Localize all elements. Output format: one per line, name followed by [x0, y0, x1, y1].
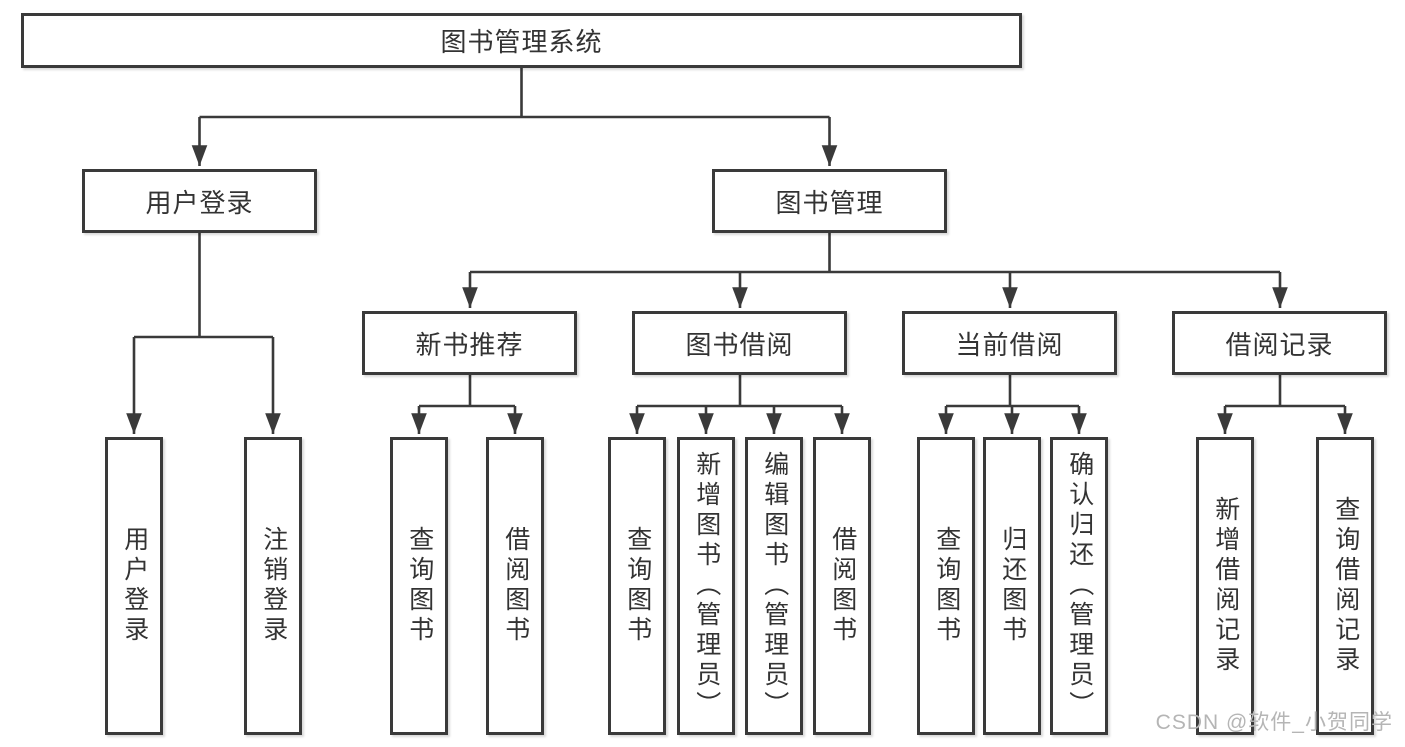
leaf-edit-book-admin: 编辑图书（管理员） — [745, 437, 803, 735]
leaf-query-borrow-record: 查询借阅记录 — [1316, 437, 1374, 735]
node-label: 图书借阅 — [685, 329, 794, 360]
leaf-query-books-borrow: 查询图书 — [608, 437, 666, 735]
leaf-label: 查询图书 — [405, 526, 434, 646]
leaf-query-books-current: 查询图书 — [917, 437, 975, 735]
node-label: 当前借阅 — [955, 329, 1064, 360]
leaf-label: 确认归还（管理员） — [1065, 451, 1094, 721]
leaf-label: 查询借阅记录 — [1331, 496, 1360, 676]
leaf-label: 注销登录 — [259, 526, 288, 646]
node-borrow-records: 借阅记录 — [1172, 311, 1387, 375]
leaf-label: 用户登录 — [120, 526, 149, 646]
node-current-borrow: 当前借阅 — [902, 311, 1117, 375]
leaf-label: 借阅图书 — [828, 526, 857, 646]
leaf-borrow-books-recommend: 借阅图书 — [486, 437, 544, 735]
leaf-confirm-return-admin: 确认归还（管理员） — [1050, 437, 1108, 735]
leaf-add-borrow-record: 新增借阅记录 — [1196, 437, 1254, 735]
leaf-label: 查询图书 — [623, 526, 652, 646]
node-label: 用户登录 — [145, 187, 254, 218]
leaf-label: 新增图书（管理员） — [692, 451, 721, 721]
leaf-logout: 注销登录 — [244, 437, 302, 735]
leaf-user-login: 用户登录 — [105, 437, 163, 735]
node-new-book-recommend: 新书推荐 — [362, 311, 577, 375]
leaf-add-book-admin: 新增图书（管理员） — [677, 437, 735, 735]
node-book-management: 图书管理 — [712, 169, 947, 233]
watermark: CSDN @软件_小贺同学 — [1155, 711, 1393, 734]
node-label: 图书管理系统 — [440, 27, 603, 57]
leaf-return-book: 归还图书 — [983, 437, 1041, 735]
leaf-borrow-books: 借阅图书 — [813, 437, 871, 735]
node-system-root: 图书管理系统 — [21, 13, 1022, 68]
node-user-login: 用户登录 — [82, 169, 317, 233]
node-label: 新书推荐 — [415, 329, 524, 360]
node-label: 借阅记录 — [1225, 329, 1334, 360]
leaf-label: 查询图书 — [932, 526, 961, 646]
leaf-label: 归还图书 — [998, 526, 1027, 646]
leaf-label: 新增借阅记录 — [1211, 496, 1240, 676]
node-label: 图书管理 — [775, 187, 884, 218]
leaf-label: 借阅图书 — [501, 526, 530, 646]
node-book-borrow: 图书借阅 — [632, 311, 847, 375]
leaf-query-books-recommend: 查询图书 — [390, 437, 448, 735]
leaf-label: 编辑图书（管理员） — [760, 451, 789, 721]
